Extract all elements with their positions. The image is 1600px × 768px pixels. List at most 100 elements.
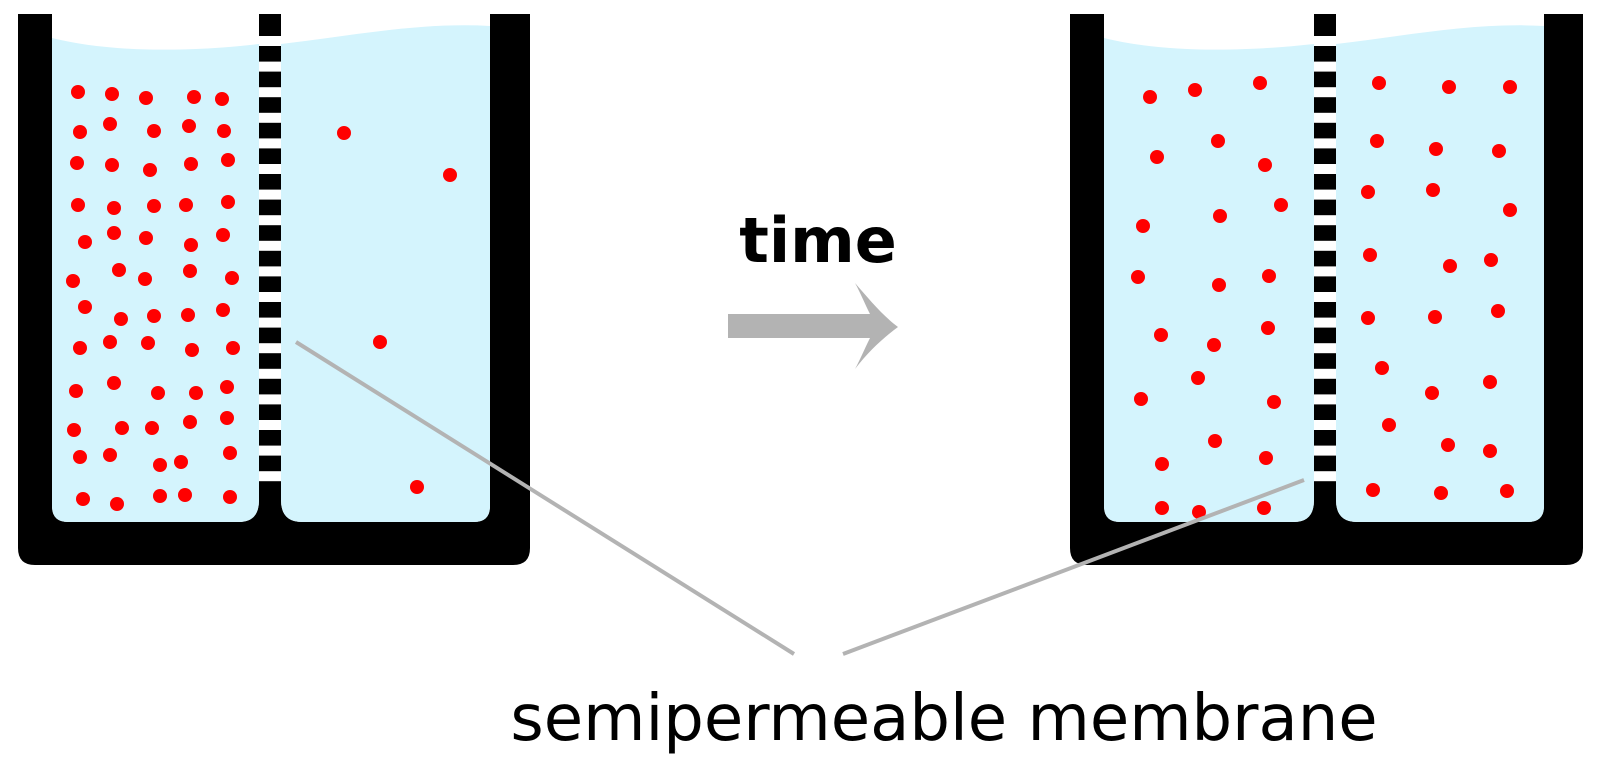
solute-particle xyxy=(410,480,424,494)
solute-particle xyxy=(147,309,161,323)
membrane-pore xyxy=(1314,164,1336,174)
solute-particle xyxy=(189,386,203,400)
solute-particle xyxy=(147,199,161,213)
solute-particle xyxy=(1492,144,1506,158)
solute-particle xyxy=(78,300,92,314)
solute-particle xyxy=(1253,76,1267,90)
solute-particle xyxy=(73,125,87,139)
solute-particle xyxy=(107,201,121,215)
solute-particle xyxy=(153,489,167,503)
solute-particle xyxy=(1155,501,1169,515)
beaker-before xyxy=(18,14,530,565)
solute-particle xyxy=(1134,392,1148,406)
solute-particle xyxy=(103,448,117,462)
solute-particle xyxy=(373,335,387,349)
solute-particle xyxy=(1491,304,1505,318)
membrane-pore xyxy=(259,343,281,354)
solute-particle xyxy=(215,92,229,106)
solute-particle xyxy=(223,446,237,460)
solute-particle xyxy=(337,126,351,140)
solute-particle xyxy=(73,450,87,464)
solute-particle xyxy=(1267,395,1281,409)
solute-particle xyxy=(225,271,239,285)
solute-particle xyxy=(1258,158,1272,172)
membrane-after xyxy=(1314,36,1336,482)
solute-particle xyxy=(1500,484,1514,498)
solute-particle xyxy=(1483,444,1497,458)
solute-particle xyxy=(1503,203,1517,217)
particles-before xyxy=(66,85,457,511)
solute-particle xyxy=(139,231,153,245)
solute-particle xyxy=(1483,375,1497,389)
solute-particle xyxy=(71,198,85,212)
solute-particle xyxy=(145,421,159,435)
membrane-pore xyxy=(1314,317,1336,328)
solute-particle xyxy=(1425,386,1439,400)
solute-particle xyxy=(138,272,152,286)
membrane-pore xyxy=(259,394,281,405)
solute-particle xyxy=(1503,80,1517,94)
membrane-pore xyxy=(1314,87,1336,98)
solute-particle xyxy=(1257,501,1271,515)
solute-particle xyxy=(151,386,165,400)
leader-lines xyxy=(294,340,1305,656)
solute-particle xyxy=(76,492,90,506)
solute-particle xyxy=(182,119,196,133)
membrane-pore xyxy=(259,112,281,123)
solute-particle xyxy=(1155,457,1169,471)
solute-particle xyxy=(216,303,230,317)
solute-particle xyxy=(143,163,157,177)
solute-particle xyxy=(103,335,117,349)
solute-particle xyxy=(1192,505,1206,519)
solute-particle xyxy=(220,380,234,394)
solute-particle xyxy=(1211,134,1225,148)
solute-particle xyxy=(1207,338,1221,352)
solute-particle xyxy=(69,384,83,398)
membrane-pore xyxy=(259,138,281,149)
membrane-pore xyxy=(1314,189,1336,200)
solute-particle xyxy=(223,490,237,504)
solute-particle xyxy=(183,264,197,278)
leader-line-left xyxy=(294,340,796,656)
time-arrow: time xyxy=(728,204,898,369)
membrane-before xyxy=(259,36,281,482)
solute-particle xyxy=(1191,371,1205,385)
solute-particle xyxy=(181,308,195,322)
solute-particle xyxy=(1441,438,1455,452)
membrane-pore xyxy=(1314,394,1336,405)
solute-particle xyxy=(1208,434,1222,448)
solute-particle xyxy=(115,421,129,435)
membrane-pore xyxy=(259,240,281,251)
solute-particle xyxy=(105,87,119,101)
arrow-icon xyxy=(728,283,898,369)
membrane-pore xyxy=(259,471,281,482)
solute-particle xyxy=(1363,248,1377,262)
membrane-pore xyxy=(1314,215,1336,226)
membrane-pore xyxy=(1314,240,1336,251)
solute-particle xyxy=(187,90,201,104)
solute-particle xyxy=(1131,270,1145,284)
membrane-pore xyxy=(259,445,281,456)
solute-particle xyxy=(78,235,92,249)
solute-particle xyxy=(141,336,155,350)
membrane-pore xyxy=(1314,36,1336,46)
solute-particle xyxy=(1382,418,1396,432)
solute-particle xyxy=(67,423,81,437)
membrane-pore xyxy=(1314,420,1336,430)
solute-particle xyxy=(1136,219,1150,233)
membrane-pore xyxy=(1314,266,1336,277)
solute-particle xyxy=(73,341,87,355)
solute-particle xyxy=(1274,198,1288,212)
solute-particle xyxy=(179,198,193,212)
membrane-pore xyxy=(1314,61,1336,72)
membrane-pore xyxy=(259,189,281,200)
membrane-pore xyxy=(259,164,281,174)
solute-particle xyxy=(1484,253,1498,267)
solute-particle xyxy=(1262,269,1276,283)
solute-particle xyxy=(1213,209,1227,223)
membrane-pore xyxy=(1314,292,1336,302)
solute-particle xyxy=(105,158,119,172)
solute-particle xyxy=(1434,486,1448,500)
solute-particle xyxy=(1442,80,1456,94)
solute-particle xyxy=(178,488,192,502)
